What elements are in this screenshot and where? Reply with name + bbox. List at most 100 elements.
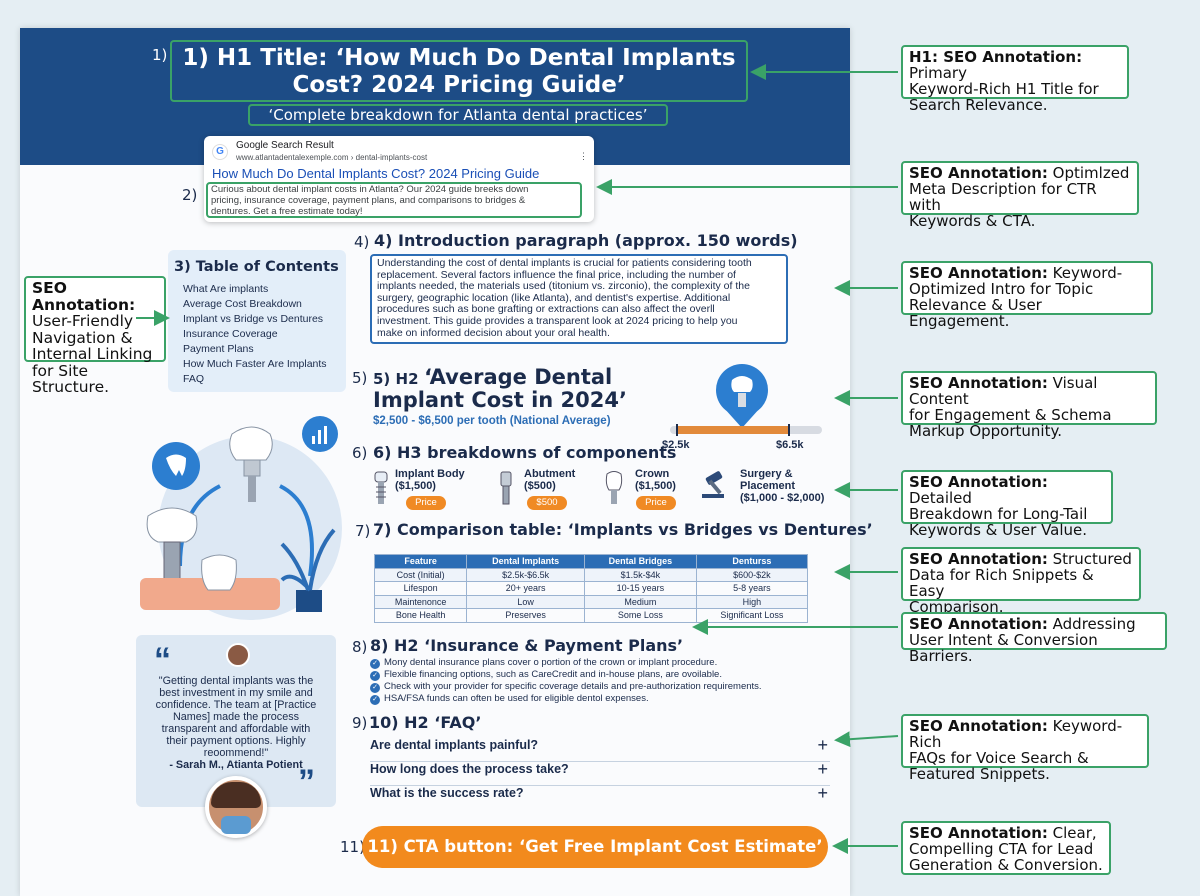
h1-title-line1: 1) H1 Title: ‘How Much Do Dental Implant… [182, 45, 736, 71]
testimonial-text: "Getting dental implants was the best in… [136, 675, 336, 771]
annotation-line: for Engagement & Schema [909, 406, 1112, 424]
insurance-item-text: Flexible financing options, such as Care… [384, 669, 722, 680]
faq-question[interactable]: Are dental implants painful? [370, 738, 539, 752]
annotation-bold: SEO Annotation: [909, 473, 1048, 491]
comparison-number: 7) [355, 522, 371, 540]
toc-item[interactable]: What Are implants [183, 283, 269, 295]
serp-title[interactable]: How Much Do Dental Implants Cost? 2024 P… [212, 166, 540, 181]
table-cell: Some Loss [583, 608, 697, 623]
intro-number: 4) [354, 233, 370, 251]
close-quote-icon: ” [298, 763, 315, 801]
serp-url[interactable]: www.atlantadentalexemple.com › dental-im… [236, 153, 428, 162]
component-name: Placement [740, 480, 796, 492]
natural-tooth-graphic [201, 554, 237, 591]
h1-title-line2: Cost? 2024 Pricing Guide’ [292, 72, 626, 98]
intro-paragraph: Understanding the cost of dental implant… [370, 254, 788, 344]
annotation-line: Keywords & CTA. [909, 212, 1036, 230]
plus-icon[interactable]: + [817, 783, 828, 803]
annotation-line: Navigation & [32, 328, 133, 347]
check-icon: ✓ [370, 659, 380, 669]
annotation-line: Comparison. [909, 598, 1004, 616]
component-name: Implant Body [395, 468, 465, 480]
insurance-item: ✓ Check with your provider for specific c… [370, 681, 762, 693]
annotation-line: Data for Rich Snippets & Easy [909, 566, 1094, 600]
cta-number: 11) [340, 838, 365, 856]
insurance-item: ✓Flexible financing options, such as Car… [370, 669, 722, 681]
price-pill: Price [406, 496, 446, 510]
toc-annotation: SEO Annotation: User-Friendly Navigation… [24, 276, 166, 395]
serp-desc-line: dentures. Get a free estimate today! [211, 205, 363, 217]
annotation-text: Structured [1047, 550, 1132, 568]
component-name: Abutment [524, 468, 576, 480]
comparison-heading: 7) Comparison table: ‘Implants vs Bridge… [373, 520, 873, 539]
testimonial-line: their payment options. Highly [166, 735, 306, 747]
annotation-bold: SEO Annotation: [909, 615, 1048, 633]
check-icon: ✓ [370, 683, 380, 693]
cta-button[interactable]: 11) CTA button: ‘Get Free Implant Cost E… [362, 826, 828, 868]
testimonial-photo [205, 776, 267, 838]
intro-line: surgery, geographic location (like Atlan… [377, 291, 731, 304]
plus-icon[interactable]: + [817, 735, 828, 755]
faq-item[interactable]: How long does the process take? + [370, 759, 830, 786]
faq-item[interactable]: Are dental implants painful? + [370, 735, 830, 762]
testimonial-line: Names] made the process [172, 711, 300, 723]
abutment-icon [500, 471, 512, 505]
table-header-cell: Feature [373, 554, 468, 569]
faq-item[interactable]: What is the success rate? + [370, 783, 830, 810]
insurance-item-text: Check with your provider for specific co… [384, 681, 762, 692]
annotation-line: Featured Snippets. [909, 765, 1050, 783]
annotation-text: Clear, [1047, 824, 1097, 842]
toc-item[interactable]: Payment Plans [183, 343, 254, 355]
serp-description: Curious about dental implant costs in At… [206, 182, 582, 218]
plant-graphic [280, 528, 336, 612]
toc-item[interactable]: How Much Faster Are Implants [183, 358, 327, 370]
component-abutment: Abutment($500) [524, 468, 575, 492]
tooth-pin-icon [716, 364, 768, 428]
open-quote-icon: “ [154, 641, 171, 679]
intro-line: replacement. Several factors influence t… [377, 268, 736, 281]
annotation-line: Compelling CTA for Lead [909, 840, 1094, 858]
annotation-line: Search Relevance. [909, 96, 1048, 114]
insurance-heading: 8) H2 ‘Insurance & Payment Plans’ [370, 636, 684, 655]
toc-item[interactable]: FAQ [183, 373, 205, 385]
table-cell: $1.5k-$4k [583, 567, 697, 582]
intro-line: Understanding the cost of dental implant… [377, 257, 752, 269]
annotation-line: FAQs for Voice Search & [909, 749, 1089, 767]
component-crown: Crown($1,500) [635, 468, 676, 492]
testimonial-author: - Sarah M., Atianta Potient [169, 759, 303, 771]
annotation-text: Keyword-Rich [909, 717, 1123, 751]
avg-prefix: 5) H2 [373, 370, 419, 388]
table-cell: Bone Health [373, 608, 468, 623]
insurance-number: 8) [352, 638, 368, 656]
comparison-table: Feature Dental Implants Dental Bridges D… [373, 554, 809, 623]
annotation-bold: SEO Annotation: [32, 279, 136, 314]
faq-question[interactable]: How long does the process take? [370, 762, 569, 776]
arrow [834, 731, 899, 748]
faq-question[interactable]: What is the success rate? [370, 786, 524, 800]
component-surgery: Surgery &Placement($1,000 - $2,000) [740, 468, 824, 504]
toc-item[interactable]: Average Cost Breakdown [183, 298, 302, 310]
annotation-line: Breakdown for Long-Tail [909, 505, 1088, 523]
component-name: Surgery & [740, 468, 793, 480]
testimonial-line: "Getting dental implants was the [158, 675, 314, 687]
annotation-text: Keyword- [1047, 264, 1123, 282]
range-fill [676, 426, 788, 434]
toc-item[interactable]: Insurance Coverage [183, 328, 278, 340]
plus-icon[interactable]: + [817, 759, 828, 779]
tooth-bubble-icon [152, 442, 200, 490]
table-header-row: Feature Dental Implants Dental Bridges D… [373, 554, 809, 569]
more-vert-icon[interactable]: ⋮ [579, 151, 588, 161]
insurance-item: ✓HSA/FSA funds can often be used for eli… [370, 693, 649, 705]
h1-title: 1) H1 Title: ‘How Much Do Dental Implant… [170, 40, 748, 102]
toc-item[interactable]: Implant vs Bridge vs Dentures [183, 313, 324, 325]
annotation-line: Relevance & User Engagement. [909, 296, 1042, 330]
annotation-text: Detailed [909, 489, 972, 507]
gavel-icon [702, 471, 724, 498]
subtitle: ‘Complete breakdown for Atlanta dental p… [248, 104, 668, 126]
implant-icon [374, 471, 388, 504]
